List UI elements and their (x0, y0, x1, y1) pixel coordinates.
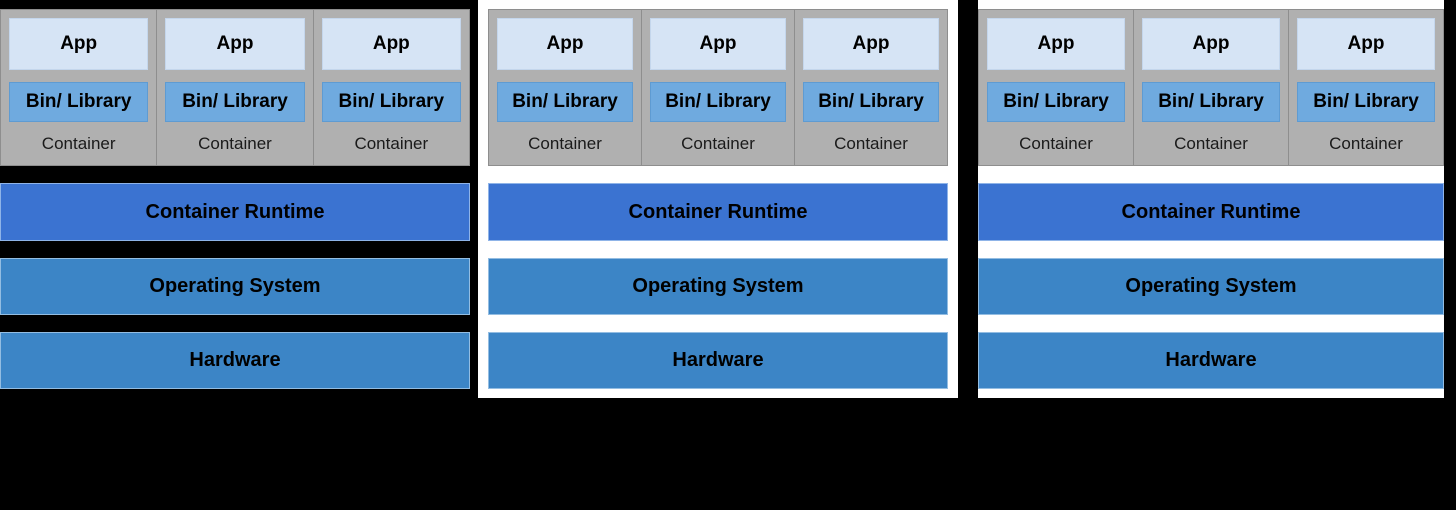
app-box: App (1297, 18, 1435, 70)
cell-spacer (1142, 70, 1280, 82)
container-row: App Bin/ Library Container App Bin/ Libr… (488, 9, 948, 166)
bin-library-box: Bin/ Library (650, 82, 786, 122)
bin-library-box: Bin/ Library (987, 82, 1125, 122)
app-box: App (497, 18, 633, 70)
container-caption: Container (1174, 133, 1248, 153)
bin-library-box: Bin/ Library (803, 82, 939, 122)
container-caption: Container (354, 133, 429, 153)
container-caption: Container (681, 133, 755, 153)
cell-spacer (165, 70, 304, 82)
stack-panel-3: App Bin/ Library Container App Bin/ Libr… (978, 0, 1444, 398)
panel-1-inner: App Bin/ Library Container App Bin/ Libr… (0, 9, 470, 389)
cell-spacer (650, 70, 786, 82)
operating-system-bar: Operating System (978, 258, 1444, 315)
container-row: App Bin/ Library Container App Bin/ Libr… (978, 9, 1444, 166)
container-cell: App Bin/ Library Container (0, 9, 158, 166)
panel-2-inner: App Bin/ Library Container App Bin/ Libr… (488, 9, 948, 389)
container-cell: App Bin/ Library Container (312, 9, 470, 166)
container-cell: App Bin/ Library Container (641, 9, 795, 166)
cell-spacer (9, 70, 148, 82)
operating-system-bar: Operating System (0, 258, 470, 315)
bin-library-box: Bin/ Library (1142, 82, 1280, 122)
cell-spacer (1297, 70, 1435, 82)
container-caption: Container (528, 133, 602, 153)
container-caption: Container (1019, 133, 1093, 153)
cell-spacer (803, 70, 939, 82)
stack-panel-2: App Bin/ Library Container App Bin/ Libr… (478, 0, 958, 398)
hardware-bar: Hardware (0, 332, 470, 389)
container-cell: App Bin/ Library Container (978, 9, 1134, 166)
bin-library-box: Bin/ Library (9, 82, 149, 122)
bin-library-box: Bin/ Library (497, 82, 633, 122)
container-cell: App Bin/ Library Container (488, 9, 642, 166)
app-box: App (650, 18, 786, 70)
container-runtime-bar: Container Runtime (978, 183, 1444, 241)
container-caption: Container (198, 133, 272, 153)
container-caption: Container (834, 133, 908, 153)
hardware-bar: Hardware (978, 332, 1444, 389)
operating-system-bar: Operating System (488, 258, 948, 315)
container-caption: Container (1329, 133, 1403, 153)
bin-library-box: Bin/ Library (165, 82, 305, 122)
container-caption: Container (41, 133, 116, 153)
app-box: App (803, 18, 939, 70)
cell-spacer (497, 70, 633, 82)
app-box: App (1142, 18, 1280, 70)
panel-3-inner: App Bin/ Library Container App Bin/ Libr… (978, 9, 1444, 389)
container-cell: App Bin/ Library Container (794, 9, 948, 166)
container-cell: App Bin/ Library Container (1133, 9, 1289, 166)
container-row: App Bin/ Library Container App Bin/ Libr… (0, 9, 470, 166)
bin-library-box: Bin/ Library (321, 82, 461, 122)
cell-spacer (987, 70, 1125, 82)
app-box: App (9, 18, 149, 70)
app-box: App (321, 18, 461, 70)
app-box: App (165, 18, 305, 70)
container-cell: App Bin/ Library Container (156, 9, 314, 166)
container-runtime-bar: Container Runtime (0, 183, 470, 241)
container-runtime-bar: Container Runtime (488, 183, 948, 241)
container-cell: App Bin/ Library Container (1288, 9, 1444, 166)
bin-library-box: Bin/ Library (1297, 82, 1435, 122)
app-box: App (987, 18, 1125, 70)
cell-spacer (322, 70, 461, 82)
stack-panel-1: App Bin/ Library Container App Bin/ Libr… (0, 0, 470, 394)
hardware-bar: Hardware (488, 332, 948, 389)
